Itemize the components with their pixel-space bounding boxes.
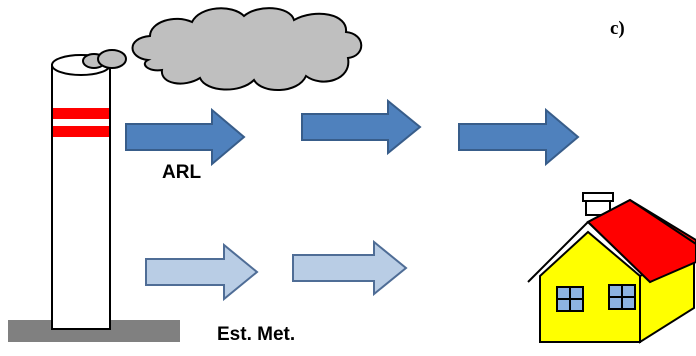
- est-met-label: Est. Met.: [217, 324, 295, 345]
- window-right-icon: [608, 284, 636, 310]
- house-icon: [527, 192, 696, 344]
- arl-label: ARL: [162, 162, 201, 183]
- met-arrow-2: [292, 239, 408, 297]
- smoke-cloud-icon: [82, 7, 363, 92]
- arl-path-arrows: [125, 98, 580, 167]
- met-path-arrows: [145, 239, 408, 302]
- arl-arrow-1: [125, 107, 246, 167]
- window-left-icon: [556, 286, 584, 312]
- chimney-icon: [51, 54, 111, 330]
- panel-label: c): [610, 18, 625, 39]
- met-arrow-1: [145, 242, 259, 302]
- arl-arrow-2: [301, 98, 422, 156]
- arl-arrow-3: [458, 107, 580, 167]
